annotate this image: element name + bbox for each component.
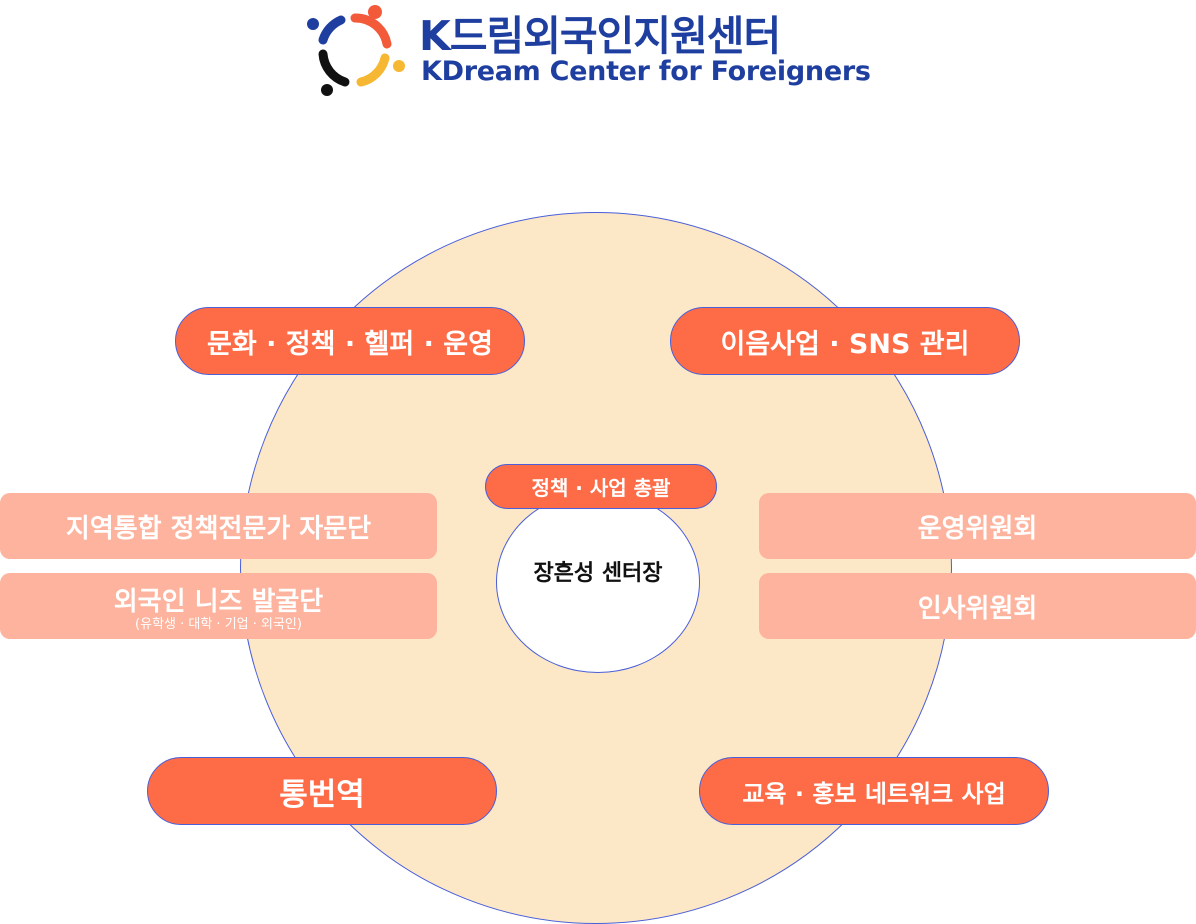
pill-ieum-sns: 이음사업 · SNS 관리 xyxy=(670,307,1020,375)
box-personnel-committee: 인사위원회 xyxy=(759,573,1196,639)
logo-title-en: KDream Center for Foreigners xyxy=(421,56,871,87)
box-personnel-label: 인사위원회 xyxy=(917,593,1038,624)
box-operations-label: 운영위원회 xyxy=(917,513,1038,544)
box-advisory-group: 지역통합 정책전문가 자문단 xyxy=(0,493,437,559)
logo-mark-icon xyxy=(307,5,405,96)
pill-culture-policy: 문화 · 정책 · 헬퍼 · 운영 xyxy=(175,307,525,375)
center-role-pill: 정책 · 사업 총괄 xyxy=(485,464,717,509)
logo-title-ko: K드림외국인지원센터 xyxy=(419,12,781,60)
box-needs-group: 외국인 니즈 발굴단 (유학생 · 대학 · 기업 · 외국인) xyxy=(0,573,437,639)
box-needs-label: 외국인 니즈 발굴단 xyxy=(113,586,324,617)
box-advisory-label: 지역통합 정책전문가 자문단 xyxy=(65,513,372,544)
box-needs-sub: (유학생 · 대학 · 기업 · 외국인) xyxy=(135,616,302,632)
box-operations-committee: 운영위원회 xyxy=(759,493,1196,559)
center-circle xyxy=(496,491,700,673)
logo: K드림외국인지원센터 KDream Center for Foreigners xyxy=(305,2,905,98)
pill-interpretation: 통번역 xyxy=(147,757,497,825)
center-head-name: 장흔성 센터장 xyxy=(533,561,663,586)
pill-education-network: 교육 · 홍보 네트워크 사업 xyxy=(699,757,1049,825)
